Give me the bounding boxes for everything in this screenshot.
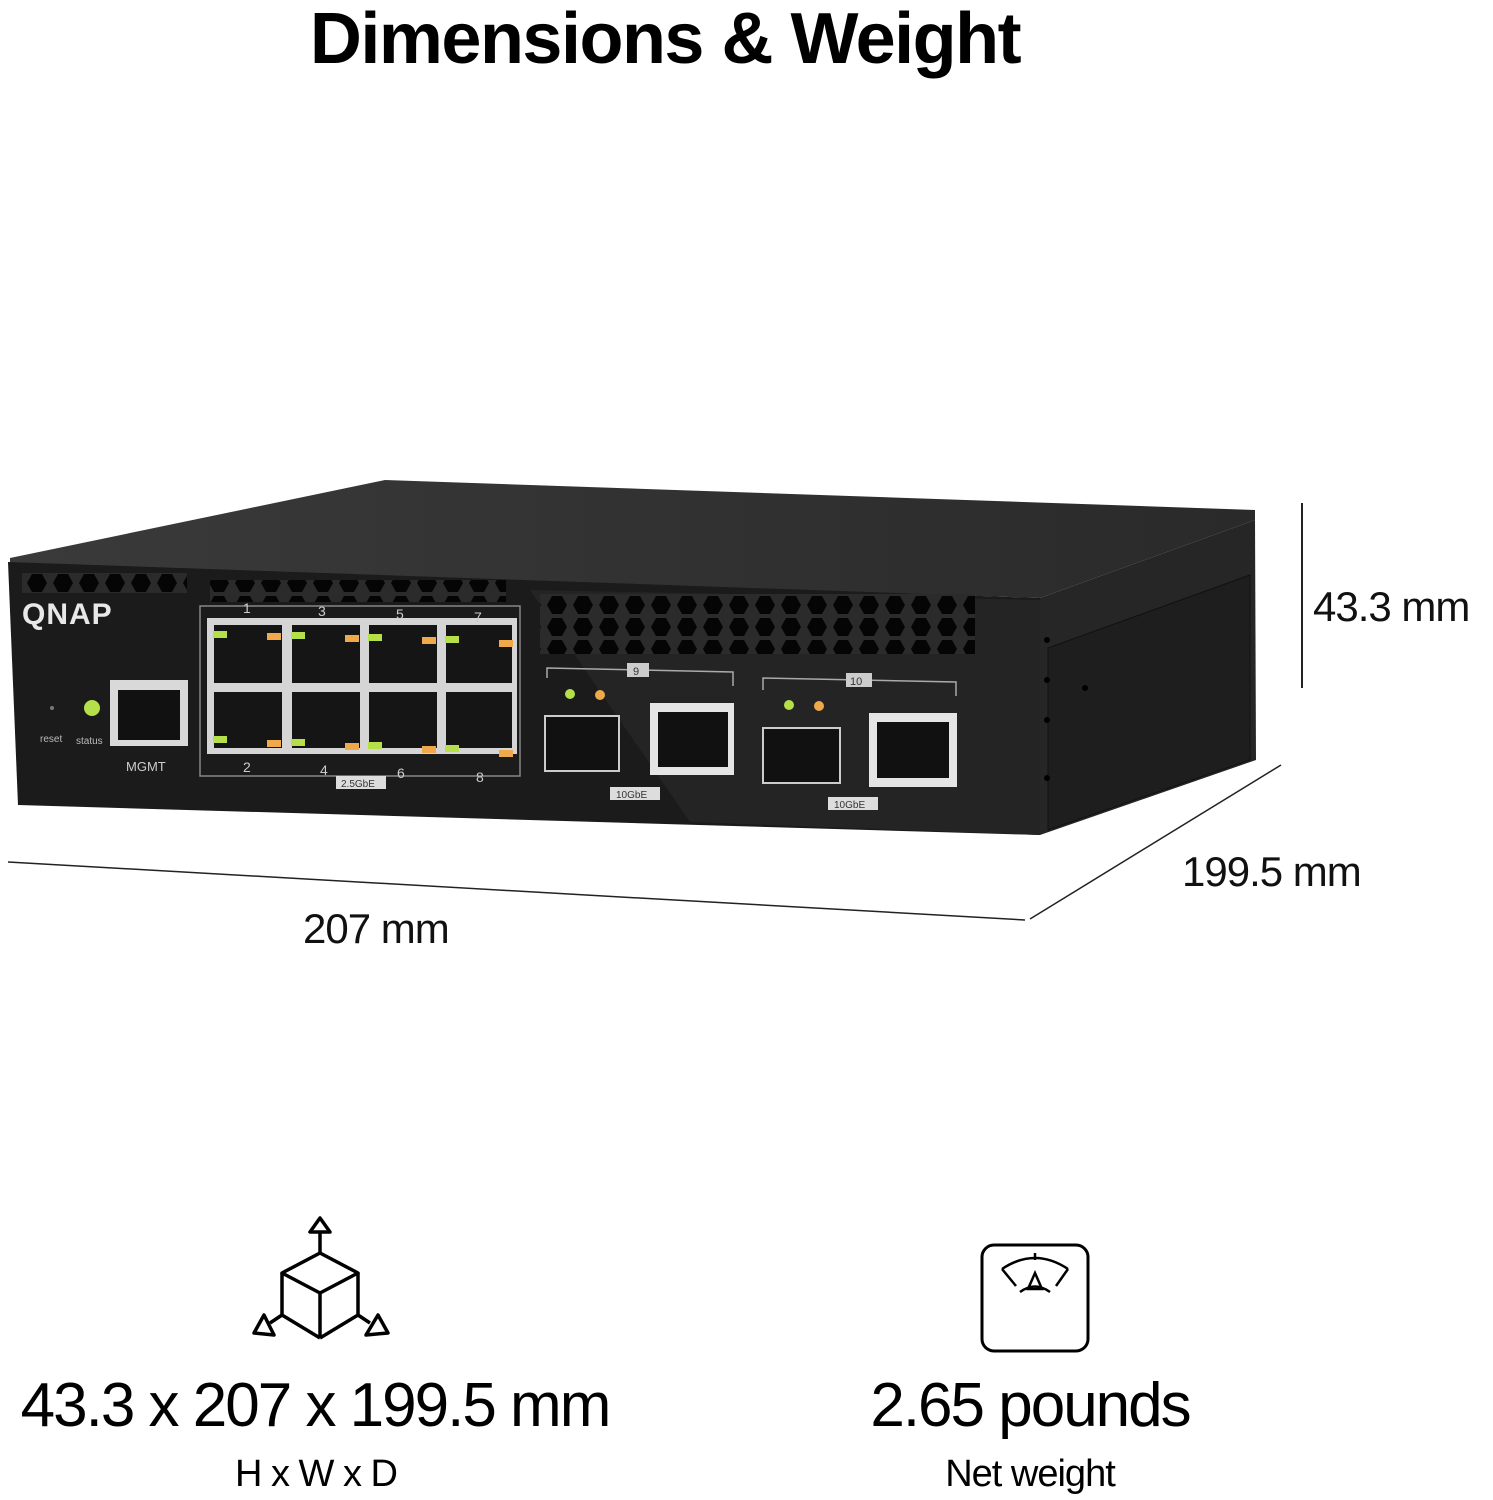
weight-caption: Net weight <box>945 1453 1116 1495</box>
dimensions-value: 43.3 x 207 x 199.5 mm <box>20 1371 612 1440</box>
svg-text:1: 1 <box>243 600 251 616</box>
svg-text:10GbE: 10GbE <box>834 800 865 811</box>
svg-text:4: 4 <box>320 762 328 778</box>
svg-text:2.5GbE: 2.5GbE <box>341 779 375 790</box>
svg-text:10GbE: 10GbE <box>616 790 647 801</box>
svg-text:10: 10 <box>850 676 862 688</box>
dimensions-caption: H x W x D <box>235 1453 398 1495</box>
height-dimension-label: 43.3 mm <box>1313 583 1470 630</box>
svg-text:3: 3 <box>318 603 326 619</box>
svg-text:8: 8 <box>476 769 484 785</box>
svg-text:status: status <box>76 736 103 747</box>
cube-dimensions-icon <box>252 1216 390 1340</box>
svg-text:7: 7 <box>474 609 482 625</box>
svg-text:5: 5 <box>396 606 404 622</box>
weight-value: 2.65 pounds <box>870 1371 1191 1440</box>
svg-text:reset: reset <box>40 734 62 745</box>
width-dimension-label: 207 mm <box>303 905 450 952</box>
svg-text:6: 6 <box>397 765 405 781</box>
svg-text:9: 9 <box>633 666 639 678</box>
svg-text:2: 2 <box>243 759 251 775</box>
depth-dimension-label: 199.5 mm <box>1182 848 1362 895</box>
dimension-lines <box>7 503 1303 921</box>
brand-logo: QNAP <box>22 598 113 631</box>
svg-text:MGMT: MGMT <box>126 759 166 774</box>
page-title: Dimensions & Weight <box>309 0 1022 79</box>
weight-scale-icon <box>980 1243 1090 1353</box>
